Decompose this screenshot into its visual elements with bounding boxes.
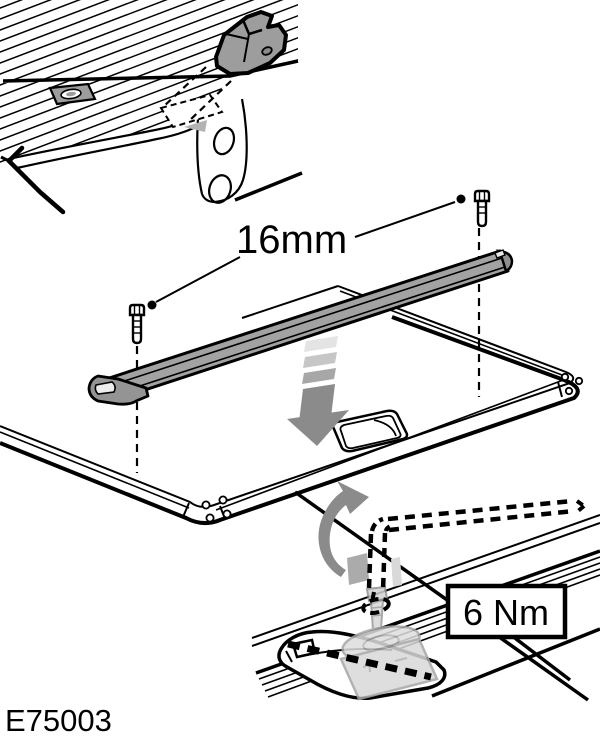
block-attachment-pad [159,93,224,132]
rail-right-end-cap [494,249,514,273]
screw-guide-dashes [135,228,481,473]
screw-head-dashed-ring [361,596,391,616]
screw-left [128,303,146,345]
support-rail [87,249,514,406]
cover-corner-seam [6,145,66,215]
cover-corner-detail [0,0,303,215]
leader-dot-right [456,194,466,204]
down-arrow-icon [287,336,349,446]
key-tip-dash [370,591,376,603]
guide-block [214,10,288,76]
hidden-edge-dashes [287,640,432,681]
cover-latch [48,82,97,106]
leader-line-right [354,201,456,238]
bracket-hole-bottom [208,174,232,204]
cover-edge-continuation [234,171,303,202]
panel-front-corner [182,495,232,523]
cover-panel [0,285,584,525]
bracket-hole-top [212,126,236,156]
allen-key [366,498,586,592]
tighten-detail: 6 Nm [251,481,600,702]
figure-id: E75003 [5,703,112,738]
block-side-hole [261,46,273,56]
torque-label: 6 Nm [463,592,549,633]
cover-corner-tick [0,155,10,163]
leader-line-left [155,256,241,303]
screw-right [473,189,491,228]
handle-recess [331,409,409,453]
insertion-guide-dashes [162,66,232,122]
panel-outer-band [0,315,580,525]
panel-right-corner [557,372,584,398]
dimension-label: 16mm [236,218,347,262]
torque-label-box: 6 Nm [445,583,568,640]
panel-back-left-edge [241,285,339,319]
leader-dot-left [147,300,157,310]
rail-left-end-cap [87,374,150,406]
rotation-arrow-icon [318,481,402,587]
dimension-callout: 16mm [147,194,466,310]
